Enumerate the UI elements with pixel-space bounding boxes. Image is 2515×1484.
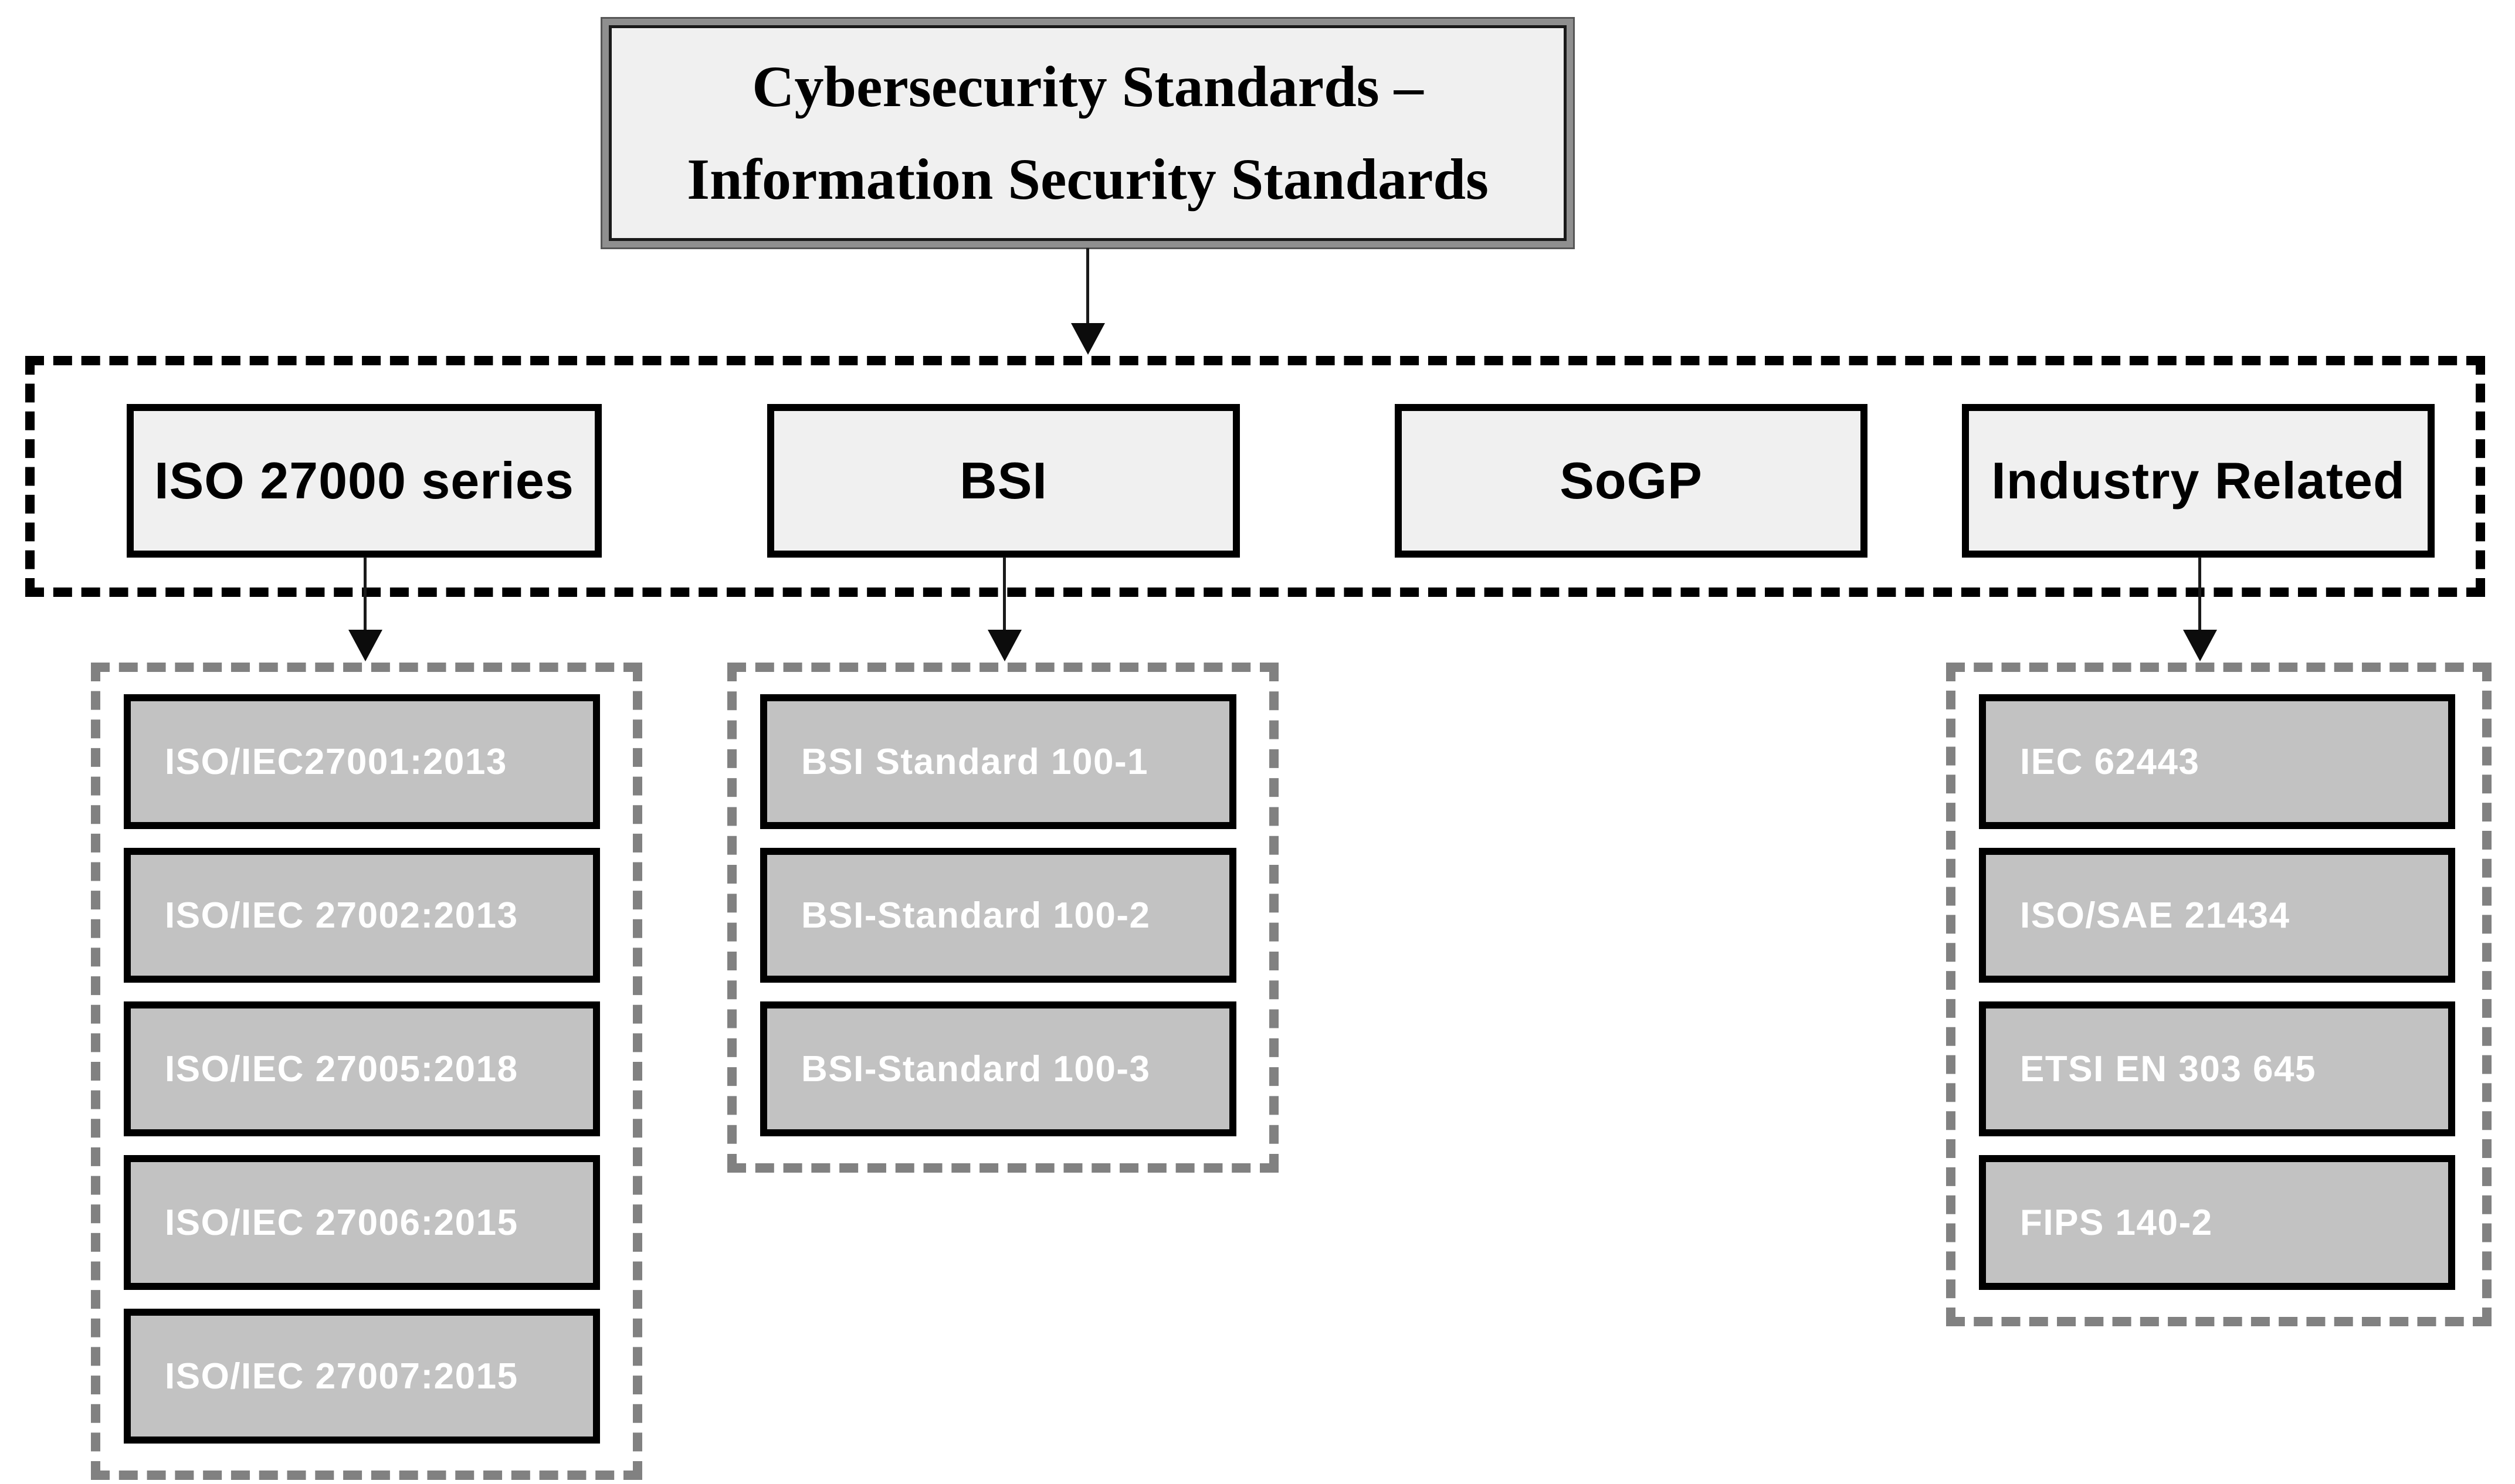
standard-item-label: ISO/IEC 27006:2015 [165,1202,518,1243]
category-box-sogp: SoGP [1395,404,1867,558]
standard-item-label: ISO/IEC 27005:2018 [165,1048,518,1089]
standard-item-bsi-100-2: BSI-Standard 100-2 [760,848,1236,983]
standard-item-label: ISO/SAE 21434 [2020,895,2290,936]
arrowhead-down-icon [1071,323,1105,355]
connector-line [2198,557,2201,633]
standard-item-iso-27007: ISO/IEC 27007:2015 [124,1309,600,1444]
standard-item-label: ETSI EN 303 645 [2020,1048,2316,1089]
arrowhead-down-icon [988,630,1022,661]
group-bsi-standards: BSI Standard 100-1 BSI-Standard 100-2 BS… [727,663,1279,1173]
standard-item-label: ISO/IEC 27007:2015 [165,1356,518,1397]
standard-item-iec-62443: IEC 62443 [1979,694,2455,829]
category-label: ISO 27000 series [154,451,574,510]
standard-item-label: FIPS 140-2 [2020,1202,2213,1243]
standard-item-label: ISO/IEC 27002:2013 [165,895,518,936]
category-label: Industry Related [1991,451,2405,510]
connector-line [364,557,367,633]
category-label: BSI [960,451,1048,510]
standard-item-fips-140-2: FIPS 140-2 [1979,1155,2455,1290]
standard-item-bsi-100-1: BSI Standard 100-1 [760,694,1236,829]
standard-item-bsi-100-3: BSI-Standard 100-3 [760,1001,1236,1136]
standard-item-iso-27002: ISO/IEC 27002:2013 [124,848,600,983]
category-box-bsi: BSI [767,404,1240,558]
arrowhead-down-icon [2183,630,2217,661]
title-node: Cybersecurity Standards – Information Se… [609,25,1567,241]
standard-item-iso-27005: ISO/IEC 27005:2018 [124,1001,600,1136]
group-iso-27000-standards: ISO/IEC27001:2013 ISO/IEC 27002:2013 ISO… [91,663,642,1480]
standard-item-iso-27001: ISO/IEC27001:2013 [124,694,600,829]
standard-item-label: IEC 62443 [2020,741,2200,782]
connector-line [1086,248,1089,327]
category-box-industry-related: Industry Related [1962,404,2435,558]
standard-item-label: BSI-Standard 100-3 [801,1048,1151,1089]
standard-item-label: ISO/IEC27001:2013 [165,741,507,782]
category-label: SoGP [1560,451,1703,510]
connector-line [1003,557,1006,633]
title-line-1: Cybersecurity Standards – [752,54,1423,119]
group-industry-standards: IEC 62443 ISO/SAE 21434 ETSI EN 303 645 … [1946,663,2492,1326]
standard-item-label: BSI-Standard 100-2 [801,895,1151,936]
category-box-iso-27000-series: ISO 27000 series [127,404,602,558]
categories-container: ISO 27000 series BSI SoGP Industry Relat… [25,356,2485,597]
standard-item-iso-27006: ISO/IEC 27006:2015 [124,1155,600,1290]
standard-item-iso-sae-21434: ISO/SAE 21434 [1979,848,2455,983]
standard-item-label: BSI Standard 100-1 [801,741,1149,782]
arrowhead-down-icon [348,630,382,661]
title-line-2: Information Security Standards [687,147,1489,212]
standard-item-etsi-en-303-645: ETSI EN 303 645 [1979,1001,2455,1136]
